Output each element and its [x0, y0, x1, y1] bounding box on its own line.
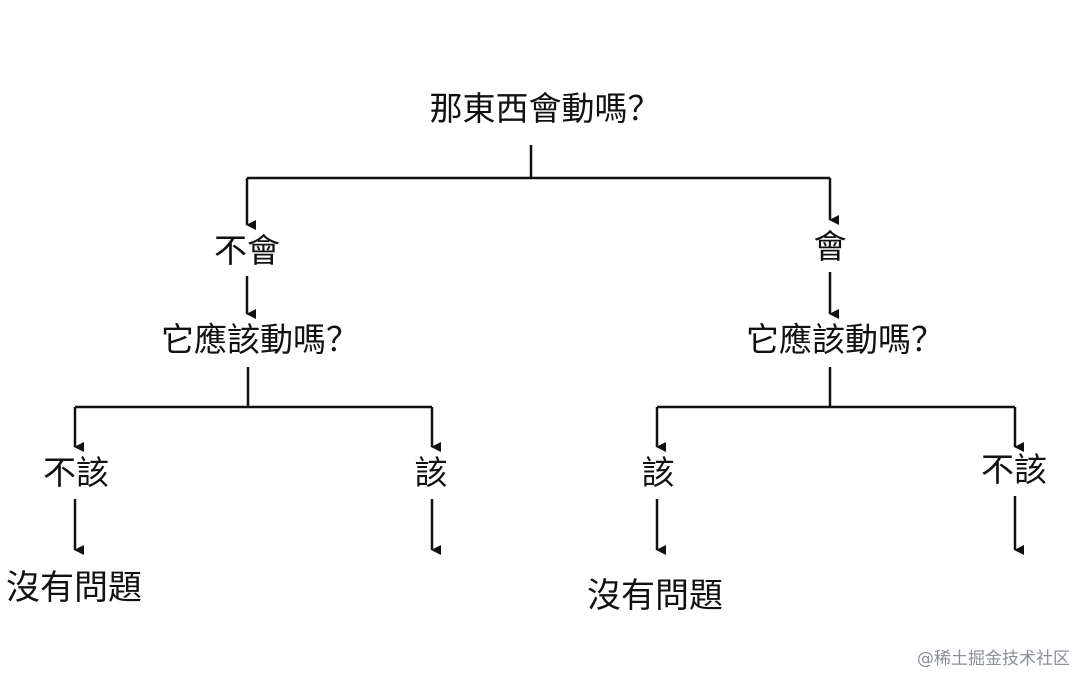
left-result: 沒有問題	[6, 568, 142, 608]
right-branch-no-label: 不該	[981, 450, 1047, 489]
branch-label-yes: 會	[813, 227, 847, 266]
branch-label-no: 不會	[214, 231, 280, 270]
left-question: 它應該動嗎？	[161, 320, 359, 359]
left-branch-yes-label: 該	[414, 453, 448, 492]
right-question: 它應該動嗎？	[746, 320, 944, 359]
left-branch-no-label: 不該	[43, 453, 109, 492]
right-branch-yes-label: 該	[641, 453, 675, 492]
right-result: 沒有問題	[587, 576, 723, 616]
watermark-text: @稀土掘金技术社区	[917, 649, 1070, 669]
root-question: 那東西會動嗎？	[429, 89, 661, 128]
